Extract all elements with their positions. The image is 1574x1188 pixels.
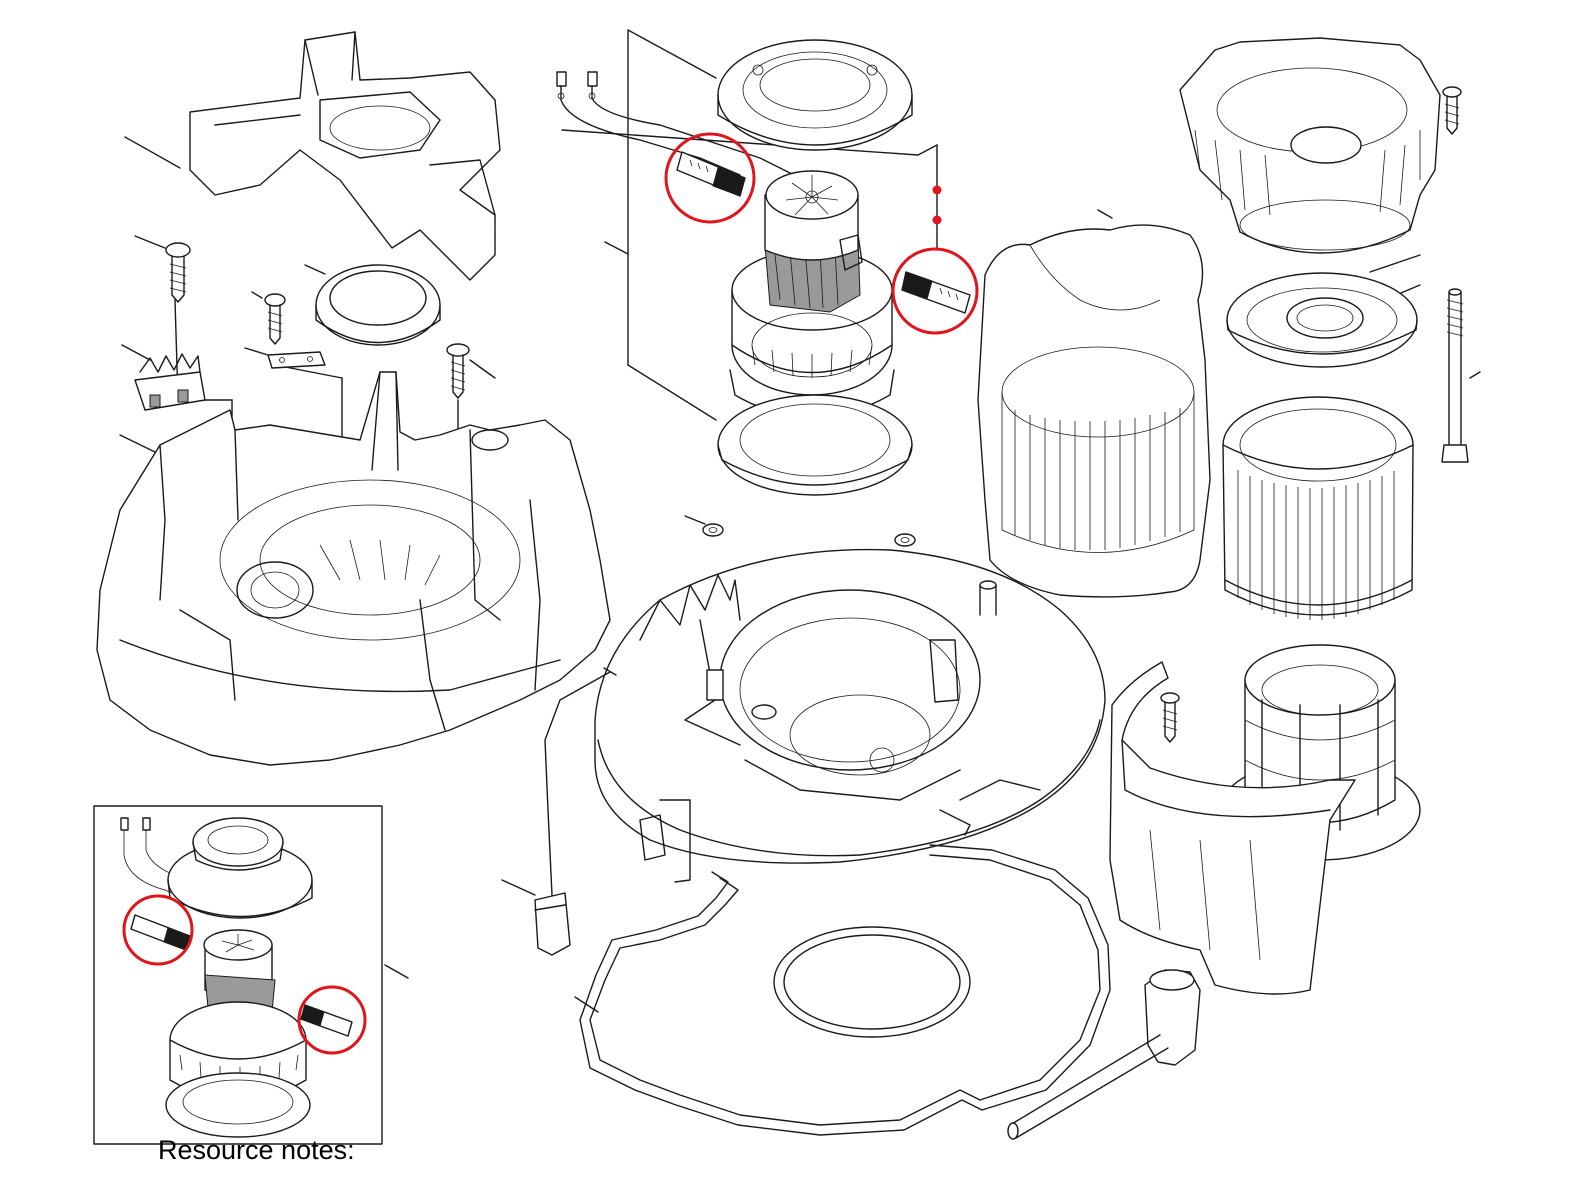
motor-base-plate (594, 548, 1106, 883)
highlight-circle (891, 247, 979, 335)
washer (894, 533, 916, 547)
motor-wires (556, 71, 801, 179)
carbon-brush (676, 151, 746, 197)
screw (1160, 692, 1180, 743)
motor-bottom-gasket (717, 394, 913, 496)
motor-housing-upper (96, 371, 611, 766)
marker-dot (932, 185, 942, 195)
flat-gasket-ring (773, 926, 971, 1038)
long-bolt (1441, 288, 1469, 463)
power-cord-grommet (534, 667, 617, 956)
strain-relief-bracket (267, 351, 326, 369)
screw (264, 293, 286, 345)
screw (1442, 86, 1462, 135)
filter-retainer-disc (1226, 272, 1418, 368)
deflector-housing (189, 31, 501, 281)
cord-clamp (134, 353, 206, 411)
hose-deflector (1109, 661, 1356, 995)
screw (165, 242, 191, 303)
socket-wrench (1007, 969, 1201, 1140)
caption-text: Resource notes: (158, 1135, 355, 1165)
filter-cover (1179, 37, 1441, 254)
inset-motor-assembly (93, 805, 383, 1145)
motor-fan-unit (729, 170, 895, 419)
screw (446, 343, 470, 399)
filter-bag (977, 224, 1211, 598)
marker-dot (932, 215, 942, 225)
highlight-circle (664, 132, 756, 224)
washer (702, 523, 724, 537)
clamp-ring (315, 264, 441, 346)
seal-cord (579, 844, 1111, 1136)
carbon-brush (901, 271, 971, 314)
highlight-circle (122, 894, 194, 966)
highlight-callouts (122, 132, 979, 1055)
cartridge-filter (1222, 396, 1414, 620)
motor-top-gasket (717, 39, 913, 151)
highlight-circle (297, 985, 367, 1055)
